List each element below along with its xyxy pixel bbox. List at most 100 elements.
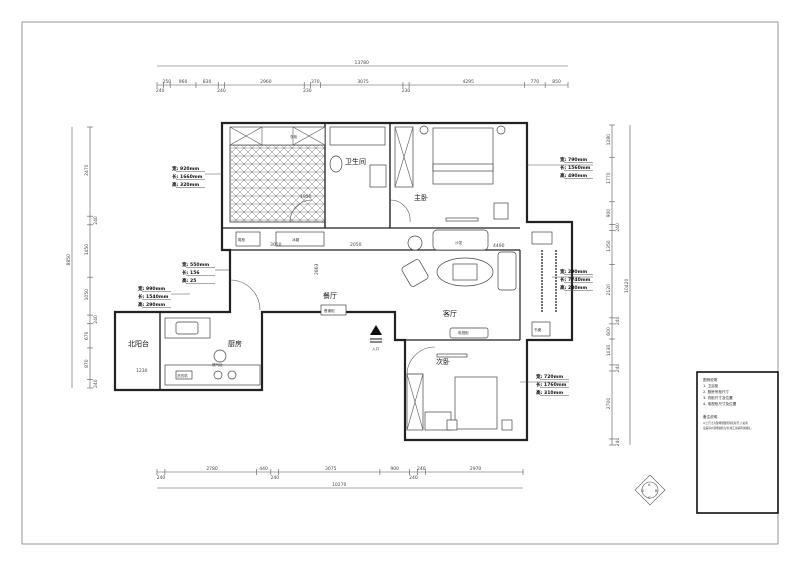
kitchen-fixtures <box>164 279 347 386</box>
dimension-segment: 1030 <box>606 345 612 357</box>
dimension-segment: 230 <box>303 88 312 94</box>
dimension-segment: 2960 <box>260 79 272 85</box>
dimension-segment: 240 <box>615 316 621 325</box>
bathroom-fixtures <box>289 126 387 223</box>
furniture-label: 餐桌柜 <box>324 308 335 313</box>
callout-line: 高: 230mm <box>560 284 587 291</box>
dimension-segment: 1050 <box>84 289 90 301</box>
dimension-segment: 240 <box>93 315 99 324</box>
legend-block: 图例说明 1. 卫浴柜 2. 厨房吊柜尺寸 3. 衣柜尺寸及位置 4. 电视柜尺… <box>696 371 779 514</box>
legend-heading: 图例说明 <box>703 377 718 382</box>
callout-line: 长: 1540mm <box>138 293 169 300</box>
furniture-label: 洗衣机 <box>177 373 188 378</box>
room-dining: 餐厅 <box>323 291 337 300</box>
dimension-segment: 1770 <box>606 172 612 184</box>
dimension-segment: 240 <box>409 475 418 481</box>
callout-line: 高: 320mm <box>172 181 199 188</box>
callout-line: 宽: 920mm <box>172 165 199 172</box>
callout-line: 高: 290mm <box>138 301 165 308</box>
shoe-cabinet <box>235 231 261 247</box>
living-furniture <box>401 229 557 339</box>
sheet-frame <box>21 21 779 545</box>
furniture-labels: 衣柜 鞋柜 冰箱 沙发 电视柜 书桌 洗衣机 燃气灶 餐桌柜 <box>177 134 542 378</box>
legend-note: 误差请以现场复核为准,施工前请再次确认。 <box>703 426 753 430</box>
dimension-segment: 2970 <box>470 466 482 472</box>
callout-line: 长: 1760mm <box>536 381 567 388</box>
legend-item: 4. 电视柜尺寸及位置 <box>703 401 737 406</box>
cabinets-top <box>229 126 326 146</box>
dimension-segment: 870 <box>84 359 90 368</box>
dimension-segment: 2700 <box>606 398 612 410</box>
dimension-segment: 1280 <box>606 134 612 146</box>
dimension-segment: 240 <box>615 223 621 232</box>
room-labels: 卫生间 主卧 客厅 餐厅 厨房 北阳台 次卧 <box>128 157 457 366</box>
furniture-label: 书桌 <box>534 327 542 332</box>
callout-line: 宽: 790mm <box>560 156 587 163</box>
inner-dim: 1230 <box>136 368 148 374</box>
dimension-segment: 240 <box>93 379 99 388</box>
legend-note: 以上尺寸为现场测量所得实际尺寸,如有 <box>703 421 748 425</box>
callout-line: 宽: 550mm <box>182 261 209 268</box>
furniture-label: 鞋柜 <box>238 237 246 242</box>
walls <box>113 121 574 442</box>
tiled-floor <box>229 144 326 223</box>
dimension-segment: 960 <box>179 79 188 85</box>
dimension-segment: 900 <box>390 466 399 472</box>
legend-item: 2. 厨房吊柜尺寸 <box>703 389 730 394</box>
callout-line: 宽: 290mm <box>560 268 587 275</box>
dimension-segment: 240 <box>157 475 166 481</box>
furniture-label: 燃气灶 <box>212 362 223 367</box>
dimension-segment: 240 <box>270 475 279 481</box>
room-second-bedroom: 次卧 <box>436 357 450 366</box>
room-living: 客厅 <box>443 309 457 318</box>
room-bathroom: 卫生间 <box>345 157 366 166</box>
dimension-segment: 770 <box>531 79 540 85</box>
inner-dimensions: 3050 2050 4490 1230 2863 1950 <box>136 194 505 374</box>
dimension-segment: 240 <box>217 88 226 94</box>
legend-item: 3. 衣柜尺寸及位置 <box>703 395 733 400</box>
dimension-segment: 850 <box>552 79 561 85</box>
dimension-segment: 240 <box>615 438 621 447</box>
dimension-segment: 2470 <box>84 164 90 176</box>
dimension-overall: 10420 <box>624 279 630 293</box>
callout-line: 长: 1660mm <box>172 173 203 180</box>
furniture-label: 衣柜 <box>290 134 298 139</box>
legend-item: 1. 卫浴柜 <box>703 383 719 388</box>
dimension-segment: 240 <box>93 216 99 225</box>
room-north-balcony: 北阳台 <box>128 339 149 348</box>
callout-line: 宽: 990mm <box>138 285 165 292</box>
furniture-label: 电视柜 <box>458 330 469 335</box>
furniture-label: 冰箱 <box>292 237 300 242</box>
svg-text:C: C <box>648 496 651 500</box>
dimension-segment: 2120 <box>606 284 612 296</box>
dimension-segment: 3075 <box>357 79 369 85</box>
dimension-segment: 440 <box>259 466 268 472</box>
dimension-segment: 2780 <box>206 466 218 472</box>
dimension-segment: 240 <box>156 88 165 94</box>
callout-line: 高: 25 <box>182 277 196 284</box>
callout-line: 高: 310mm <box>536 389 563 396</box>
svg-text:A: A <box>648 483 651 487</box>
entry-label: 入口 <box>372 346 380 351</box>
svg-text:D: D <box>641 489 644 493</box>
dimension-segment: 830 <box>203 79 212 85</box>
dimension-segment: 1450 <box>84 244 90 256</box>
dimension-segment: 900 <box>606 209 612 218</box>
inner-dim: 2863 <box>314 263 320 275</box>
master-bed <box>389 125 509 223</box>
dimension-overall: 10270 <box>332 482 346 488</box>
dimension-segment: 3075 <box>325 466 337 472</box>
dimension-overall: 8850 <box>66 254 72 266</box>
dimension-segment: 230 <box>402 88 411 94</box>
legend-note-title: 备注说明 <box>703 414 718 419</box>
dimension-segment: 670 <box>84 331 90 340</box>
